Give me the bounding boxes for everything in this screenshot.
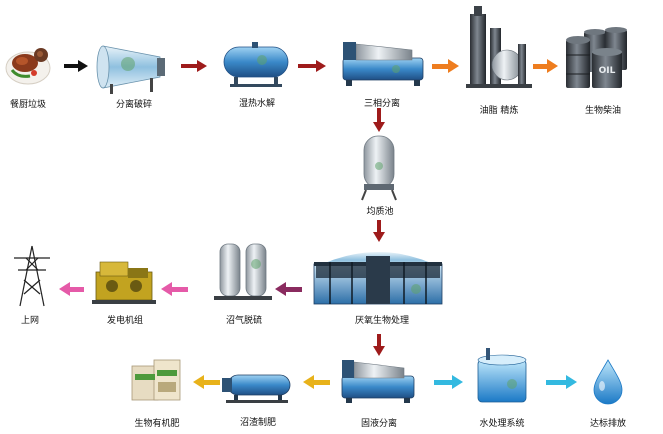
label-refine: 油脂 精炼 [479,106,519,116]
label-organic-fert: 生物有机肥 [134,419,180,429]
label-generator: 发电机组 [106,316,144,326]
drum-label: OIL [599,66,616,76]
arrow-solid-liquid-to-water [434,375,463,389]
arrow-generator-to-grid [59,282,84,296]
anaerobic-digester-icon [313,252,443,305]
label-discharge: 达标排放 [589,419,627,429]
oil-refining-icon [466,6,532,88]
kitchen-waste-icon [5,48,51,85]
organic-fertilizer-bags-icon [131,359,181,401]
crusher-icon [96,45,165,94]
arrow-solid-liquid-to-residue [303,375,330,389]
water-drop-icon [593,359,623,405]
transmission-tower-icon [14,245,50,307]
label-hydrolysis: 湿热水解 [238,99,276,109]
hydrolysis-tank-icon [223,42,289,87]
solid-liquid-separator-icon [341,360,415,403]
label-residue-fert: 沼渣制肥 [239,418,277,428]
biodiesel-drums-icon: OIL [566,27,627,88]
arrow-water-to-discharge [546,375,577,389]
label-desulfur: 沼气脱硫 [225,316,263,326]
arrow-separator-to-homogenizer [373,108,385,132]
label-solid-liquid: 固液分离 [360,419,398,429]
arrow-residue-to-organic [193,375,220,389]
arrow-waste-to-crush [64,60,88,72]
desulfurization-towers-icon [214,243,272,300]
water-treatment-tank-icon [477,348,527,403]
three-phase-separator-icon [342,42,424,86]
label-three-phase: 三相分离 [363,99,401,109]
arrow-desulfur-to-generator [161,282,188,296]
generator-set-icon [92,261,156,304]
arrow-anaerobic-to-desulfur [275,282,302,296]
arrow-separator-to-refine [432,59,459,73]
arrow-homogenizer-to-anaerobic [373,220,385,242]
arrow-crush-to-hydrolysis [181,60,207,72]
label-biodiesel: 生物柴油 [584,106,622,116]
label-water-treatment: 水处理系统 [479,419,525,429]
residue-fertilizer-machine-icon [222,374,291,403]
label-homogenize: 均质池 [366,207,394,217]
arrow-hydrolysis-to-separator [298,60,326,72]
label-kitchen-waste: 餐厨垃圾 [9,100,47,110]
homogenization-tank-icon [361,135,397,201]
arrow-refine-to-biodiesel [533,59,558,73]
arrow-anaerobic-to-solid-liquid [373,334,385,356]
label-grid: 上网 [20,316,40,326]
label-crush: 分离破碎 [115,100,153,110]
label-anaerobic: 厌氧生物处理 [354,316,410,326]
